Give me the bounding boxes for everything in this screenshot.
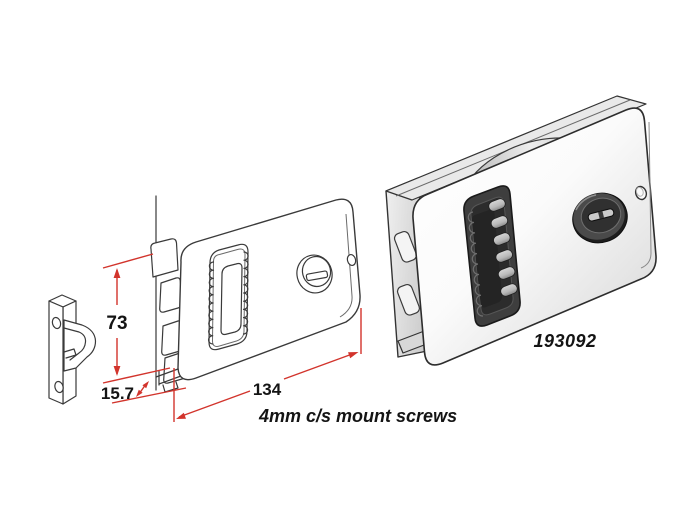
cylinder-slot-divider — [598, 211, 605, 219]
render-pull-floor — [471, 209, 503, 308]
coin-slot-turn — [296, 254, 333, 294]
depth-dimension-label: 15.7 — [101, 384, 134, 403]
arrowhead-up — [113, 268, 121, 278]
keeper-hook-wedge — [63, 319, 97, 372]
faceplate-outline — [177, 198, 361, 381]
render-pull-scallop-edge — [467, 211, 484, 317]
finger-pull-recess — [207, 243, 249, 351]
extension-line-bottom — [102, 367, 171, 384]
render-spring-clip-2 — [396, 283, 420, 316]
dimension-depth-15-7: 15.7 — [101, 381, 187, 404]
arrowhead-down — [113, 366, 121, 376]
render-grip-ridges — [488, 198, 518, 297]
cylinder-highlight — [575, 194, 597, 211]
pull-inner-rim — [211, 248, 246, 347]
part-number-label: 193092 — [533, 331, 596, 351]
pull-floor — [220, 262, 243, 336]
arrowhead-left — [176, 412, 186, 419]
extension-line-top — [102, 253, 154, 269]
render-lock-cylinder — [572, 192, 628, 244]
width-dimension-line — [178, 352, 356, 418]
keeper-plate-drawing — [48, 294, 97, 405]
turn-slot — [305, 270, 329, 282]
faceplate-edge-bevel — [339, 213, 353, 318]
keeper-hook-inner-edge — [63, 327, 87, 361]
lock-3d-render: 193092 — [385, 95, 657, 366]
keeper-hook-notch — [63, 348, 77, 359]
keeper-screw-hole-top — [51, 316, 62, 330]
dimension-height-73: 73 — [102, 253, 171, 384]
dimension-width-134: 134 — [173, 308, 362, 422]
housing-corner-flap — [150, 238, 179, 278]
render-finger-pull — [463, 185, 521, 327]
width-dimension-label: 134 — [253, 380, 282, 399]
mount-screw-hole-outline — [346, 253, 357, 267]
height-dimension-label: 73 — [106, 313, 127, 334]
render-spring-clip-1 — [393, 230, 417, 263]
arrowhead-lower-left — [136, 389, 143, 397]
pull-scallop-edge-left — [207, 261, 215, 345]
arrowhead-upper-right — [142, 381, 149, 389]
mount-screws-note: 4mm c/s mount screws — [258, 406, 457, 426]
arrowhead-right — [348, 352, 359, 359]
dimension-annotations: 73 15.7 134 4mm c/s mount screws — [101, 253, 457, 426]
housing-bottom-steps — [155, 368, 182, 393]
keeper-screw-hole-bottom — [54, 380, 64, 394]
housing-spring-clip-1 — [159, 277, 183, 313]
pull-scallop-edge-right — [242, 251, 249, 335]
render-hole-shadow — [635, 186, 644, 197]
render-mount-screw-hole — [634, 185, 648, 201]
render-faceplate-edge-bevel — [640, 121, 652, 269]
lock-outline-drawing — [150, 195, 361, 393]
